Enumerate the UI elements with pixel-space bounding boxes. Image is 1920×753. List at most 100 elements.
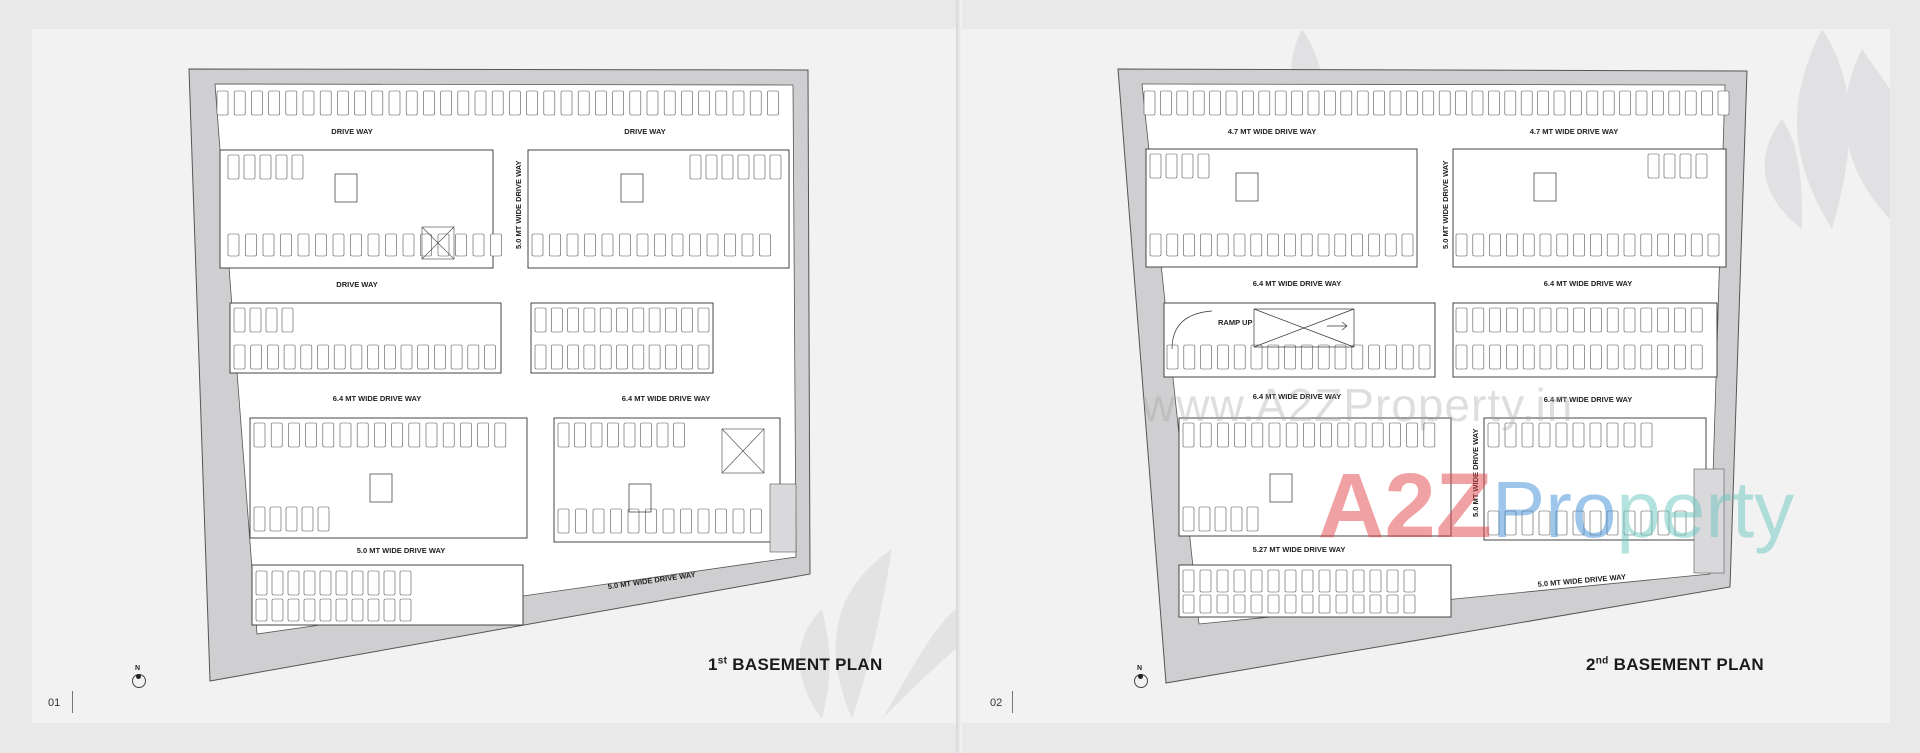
parking-stall xyxy=(1590,344,1602,370)
parking-stall xyxy=(354,90,366,116)
parking-stall xyxy=(1602,90,1615,116)
parking-stall xyxy=(1521,510,1534,536)
parking-stall xyxy=(1679,153,1692,179)
parking-stall xyxy=(1284,569,1297,593)
parking-stall xyxy=(1487,422,1500,448)
parking-stall xyxy=(1192,90,1205,116)
parking-stall xyxy=(627,508,640,534)
parking-stall xyxy=(255,598,268,622)
leaf-decoration xyxy=(1291,29,1890,229)
parking-stall xyxy=(1166,344,1179,370)
parking-stall xyxy=(434,344,446,370)
parking-stall xyxy=(280,233,292,257)
parking-stall xyxy=(405,90,418,116)
parking-stall xyxy=(619,233,631,257)
parking-stall xyxy=(1250,233,1263,257)
parking-stall xyxy=(753,154,766,180)
parking-stall xyxy=(253,422,266,448)
parking-stall xyxy=(1606,510,1619,536)
parking-stall xyxy=(1556,233,1569,257)
parking-stall xyxy=(662,508,675,534)
parking-stall xyxy=(1504,422,1517,448)
label-wide-64-c: 6.4 MT WIDE DRIVE WAY xyxy=(1253,392,1342,401)
parking-stall xyxy=(385,233,397,257)
label-ramp-up: RAMP UP xyxy=(1218,318,1252,327)
parking-stall xyxy=(549,233,561,257)
parking-stall xyxy=(601,233,614,257)
parking-stall xyxy=(1160,90,1172,116)
parking-stall xyxy=(759,233,771,257)
watermark-url: www.A2ZProperty.in xyxy=(1142,379,1574,431)
parking-stall xyxy=(1522,307,1535,333)
lift-shafts xyxy=(421,226,765,474)
parking-stall xyxy=(269,506,282,532)
parking-stall xyxy=(383,598,396,622)
staircase-d xyxy=(620,173,644,203)
parking-stall xyxy=(472,233,485,257)
parking-stall xyxy=(1472,307,1485,333)
parking-stall xyxy=(494,422,507,448)
parking-stall xyxy=(1251,422,1264,448)
parking-stall xyxy=(1555,510,1568,536)
parking-stall xyxy=(1606,344,1619,370)
parking-stall xyxy=(1268,422,1281,448)
parking-stall xyxy=(1623,307,1636,333)
parking-stall xyxy=(1674,510,1687,536)
parking-stall xyxy=(1717,90,1730,116)
parking-stall xyxy=(259,154,272,180)
parking-stall xyxy=(1217,344,1229,370)
north-label: N xyxy=(1137,665,1143,672)
parking-stall xyxy=(599,344,612,370)
parking-stall xyxy=(490,233,502,257)
parking-stall xyxy=(1233,594,1246,614)
parking-stall xyxy=(1489,307,1501,333)
parking-stall xyxy=(575,508,587,534)
parking-stall xyxy=(271,570,284,596)
label-wide-47-a: 4.7 MT WIDE DRIVE WAY xyxy=(1228,127,1317,136)
parking-stall xyxy=(665,307,677,333)
parking-stall xyxy=(457,90,470,116)
parking-stall xyxy=(287,598,300,622)
parking-stall xyxy=(1556,307,1569,333)
parking-stall xyxy=(1684,90,1697,116)
parking-stall xyxy=(268,90,280,116)
parking-stall xyxy=(1183,344,1196,370)
title-text: BASEMENT PLAN xyxy=(1608,655,1764,674)
parking-stall xyxy=(1216,233,1229,257)
water-tank-strip xyxy=(769,483,797,553)
parking-stall xyxy=(632,344,645,370)
parking-stall xyxy=(437,233,450,257)
parking-stall xyxy=(1182,594,1195,614)
parking-stall xyxy=(367,570,380,596)
parking-stall xyxy=(1647,153,1660,179)
staircase-a xyxy=(628,483,652,513)
parking-stall xyxy=(1351,233,1363,257)
parking-stall xyxy=(1301,569,1314,593)
first-basement-floor-plan: DRIVE WAY DRIVE WAY DRIVE WAY 5.0 MT WID… xyxy=(188,68,956,719)
parking-stall xyxy=(681,90,693,116)
title-number: 2 xyxy=(1586,655,1596,674)
parking-stall xyxy=(1234,422,1246,448)
parking-stall xyxy=(1216,569,1229,593)
parking-stall xyxy=(1471,90,1484,116)
parking-stall xyxy=(1537,90,1549,116)
parking-stall xyxy=(319,570,332,596)
parking-stall xyxy=(706,233,719,257)
parking-stall xyxy=(1335,594,1348,614)
parking-stall xyxy=(1701,90,1713,116)
parking-stall xyxy=(399,598,412,622)
parking-stall xyxy=(1200,233,1212,257)
label-vertical-drive: 5.0 MT WIDE DRIVE WAY xyxy=(514,161,523,250)
parking-stall xyxy=(302,90,315,116)
parking-stall xyxy=(681,307,694,333)
parking-stall xyxy=(671,233,684,257)
compass-dot-icon xyxy=(1138,674,1143,679)
parking-stall xyxy=(1258,90,1271,116)
parking-stall xyxy=(583,344,596,370)
parking-stall xyxy=(531,233,544,257)
parking-stall xyxy=(243,154,256,180)
parking-stall xyxy=(297,233,310,257)
parking-stall xyxy=(1539,233,1552,257)
parking-stall xyxy=(1504,90,1517,116)
parking-stall xyxy=(1318,594,1331,614)
